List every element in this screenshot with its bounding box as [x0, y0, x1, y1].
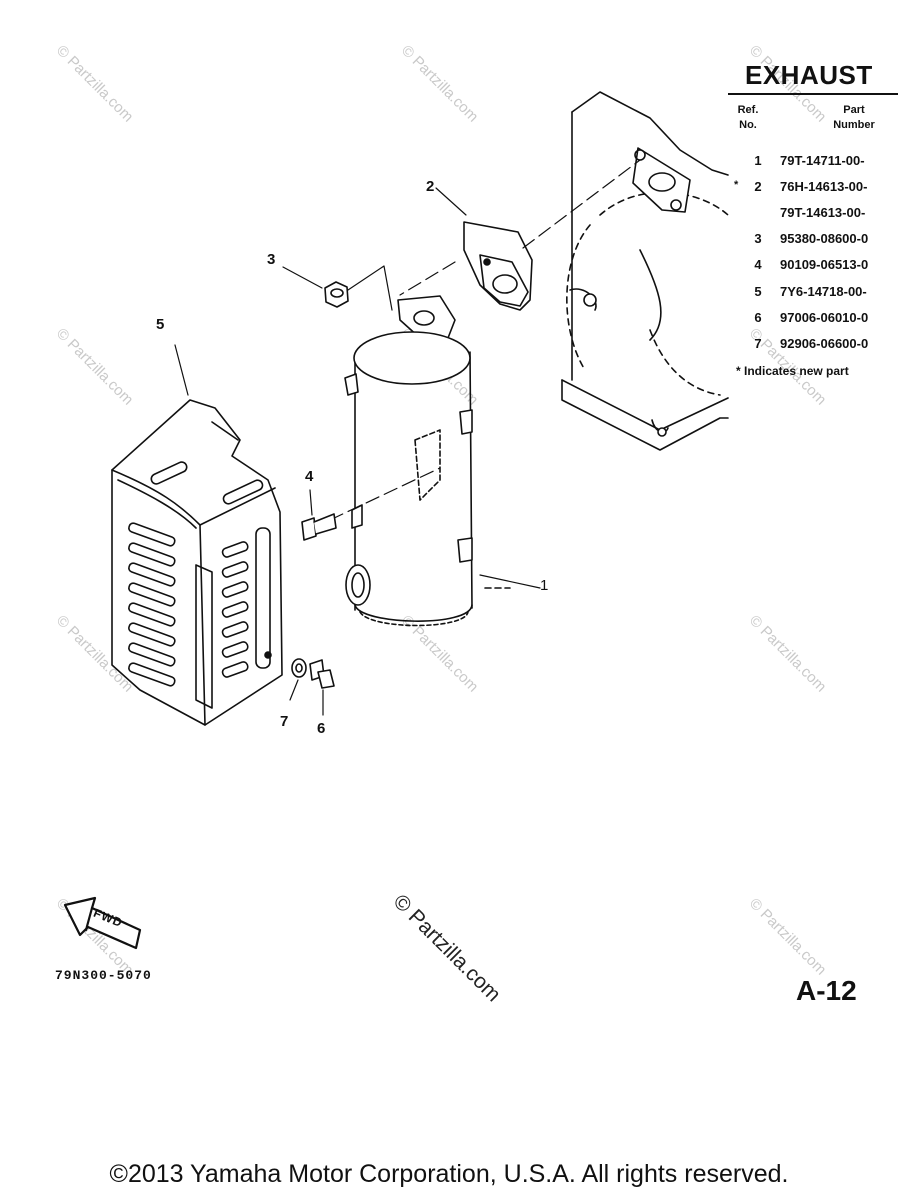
part-number: 92906-06600-0: [780, 336, 869, 351]
title-divider: [728, 93, 898, 95]
part-number-header: Part Number: [822, 103, 886, 133]
nut-part-3: [324, 281, 349, 308]
part-number-header-text: Part Number: [833, 104, 875, 131]
part-number: 7Y6-14718-00-: [780, 284, 867, 299]
ref-number: 4: [754, 257, 762, 272]
ref-number: 1: [754, 153, 762, 168]
gasket-part-2: [463, 221, 533, 311]
new-part-footnote: * Indicates new part: [736, 364, 849, 378]
ref-number: 2: [754, 179, 762, 194]
parts-row: 7 92906-06600-0: [728, 336, 898, 360]
part-number: 90109-06513-0: [780, 257, 869, 272]
callout-5: 5: [156, 316, 165, 333]
parts-row: 1 79T-14711-00-: [728, 153, 898, 177]
muffler-part-1: [344, 295, 511, 627]
ref-number: 6: [754, 310, 762, 325]
callout-2: 2: [426, 178, 435, 195]
part-number: 76H-14613-00-: [780, 179, 868, 194]
part-number: 79T-14613-00-: [780, 205, 866, 220]
parts-row: 5 7Y6-14718-00-: [728, 284, 898, 308]
diagram-code: 79N300-5070: [55, 968, 152, 983]
callout-7: 7: [280, 713, 289, 730]
callout-1: 1: [540, 577, 549, 594]
parts-row: 3 95380-08600-0: [728, 231, 898, 255]
washer-part-7: [291, 658, 307, 678]
engine-block-outline: [561, 91, 729, 451]
callout-4: 4: [305, 468, 314, 485]
parts-row: 6 97006-06010-0: [728, 310, 898, 334]
part-number: 97006-06010-0: [780, 310, 869, 325]
ref-number: 5: [754, 284, 762, 299]
ref-no-header: Ref. No.: [735, 103, 761, 133]
page-id: A-12: [796, 975, 857, 1006]
section-title: EXHAUST: [745, 60, 873, 90]
fwd-arrow-icon: [63, 896, 142, 950]
bolt-part-4: [301, 513, 337, 541]
ref-no-header-text: Ref. No.: [737, 104, 759, 131]
muffler-cover-part-5: [111, 399, 283, 726]
bolt-part-6: [309, 659, 335, 689]
callout-6: 6: [317, 720, 326, 737]
parts-row: 4 90109-06513-0: [728, 257, 898, 281]
ref-number: 3: [754, 231, 762, 246]
part-number: 95380-08600-0: [780, 231, 869, 246]
new-part-marker: *: [734, 179, 739, 191]
ref-number: 7: [754, 336, 762, 351]
callout-3: 3: [267, 251, 276, 268]
part-number: 79T-14711-00-: [780, 153, 865, 168]
copyright-notice: ©2013 Yamaha Motor Corporation, U.S.A. A…: [109, 1160, 789, 1188]
parts-row: * 2 76H-14613-00-: [728, 179, 898, 203]
parts-row: 79T-14613-00-: [728, 205, 898, 229]
